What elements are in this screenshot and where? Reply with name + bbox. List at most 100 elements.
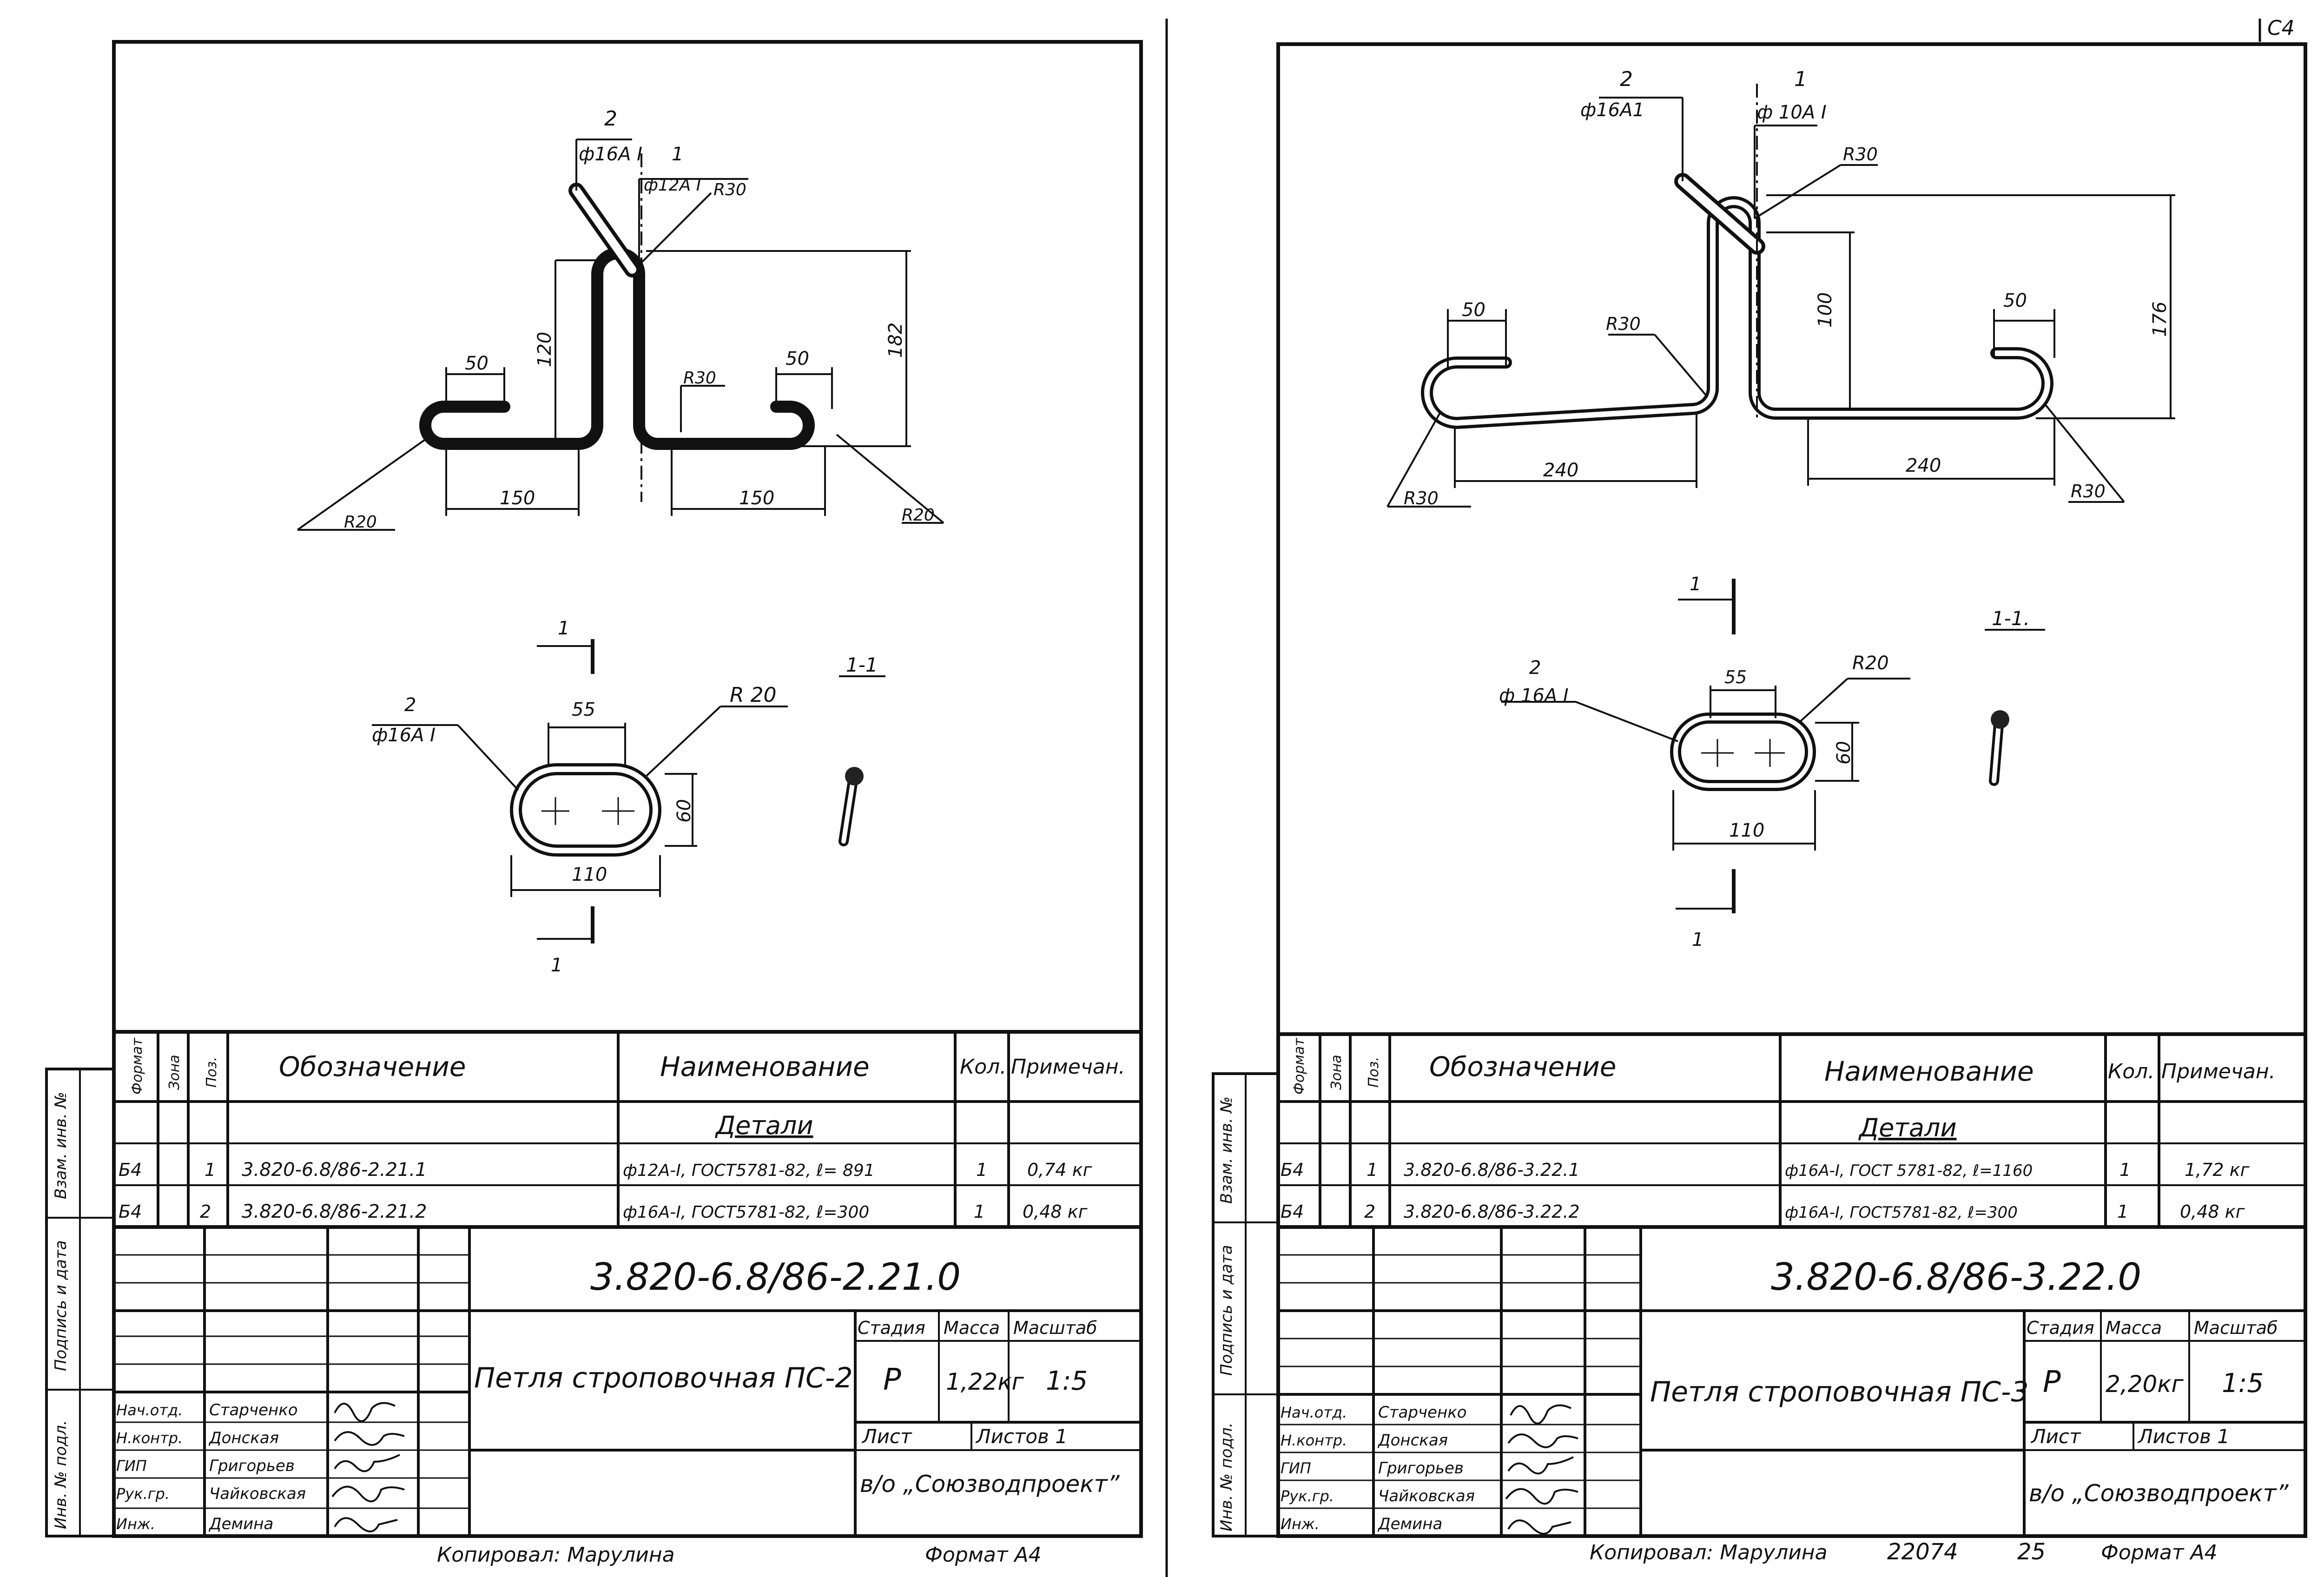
role: Н.контр. bbox=[116, 1429, 183, 1447]
dim-hook-left: 50 bbox=[465, 353, 489, 374]
side-label-inv-vzam: Взам. инв. № bbox=[1217, 1096, 1236, 1204]
callout-pos-1: 1 bbox=[672, 144, 683, 165]
scale-label: Масштаб bbox=[2194, 1318, 2278, 1338]
doc-title: Петля строповочная ПС-3 bbox=[1650, 1376, 2029, 1408]
table-row: Б4 1 3.820-6.8/86-2.21.1 ф12А-I, ГОСТ578… bbox=[119, 1159, 1093, 1181]
row-qty: 1 bbox=[976, 1160, 987, 1180]
footer-stamp-a: 22074 bbox=[1887, 1539, 1958, 1565]
header-name: Наименование bbox=[660, 1051, 870, 1082]
stage-label: Стадия bbox=[858, 1318, 925, 1338]
person-name: Донская bbox=[1377, 1431, 1448, 1450]
callout-rod-2: ф16А I bbox=[579, 144, 642, 165]
side-label-inv-podl: Инв. № подл. bbox=[1217, 1422, 1236, 1531]
callout-rod-1: ф12А I bbox=[644, 176, 701, 195]
person-name: Демина bbox=[208, 1515, 273, 1533]
row-pos: 2 bbox=[200, 1201, 211, 1222]
dim-hook-right: 50 bbox=[786, 348, 809, 370]
mass-value: 1,22кг bbox=[946, 1368, 1024, 1395]
corner-mark: С4 bbox=[2267, 16, 2295, 40]
row-pos: 2 bbox=[1364, 1201, 1375, 1222]
spec-table: Формат Зона Поз. Обозначение Наименовани… bbox=[114, 1030, 1141, 1229]
stage-value: Р bbox=[2043, 1365, 2061, 1399]
section-w-inner: 55 bbox=[1724, 667, 1747, 687]
section-h: 60 bbox=[1833, 741, 1855, 765]
section-title: 1-1. bbox=[1992, 607, 2030, 630]
person-name: Григорьев bbox=[209, 1457, 295, 1475]
person-name: Старченко bbox=[209, 1401, 298, 1419]
header-name: Наименование bbox=[1824, 1056, 2034, 1087]
table-row: Б4 2 3.820-6.8/86-2.21.2 ф16А-I, ГОСТ578… bbox=[119, 1201, 1088, 1222]
title-block: 3.820-6.8/86-2.21.0 Петля строповочная П… bbox=[114, 1227, 1141, 1536]
dim-base-left: 150 bbox=[500, 488, 535, 509]
callout-rod-1: ф 10А I bbox=[1757, 102, 1827, 123]
side-label-sign-date: Подпись и дата bbox=[52, 1240, 70, 1371]
row-note: 0,48 кг bbox=[1023, 1201, 1088, 1222]
row-name: ф16А-I, ГОСТ5781-82, ℓ=300 bbox=[1785, 1203, 2018, 1222]
sheets-count: Листов 1 bbox=[975, 1425, 1068, 1448]
header-designation: Обозначение bbox=[279, 1051, 466, 1082]
row-designation: 3.820-6.8/86-2.21.1 bbox=[242, 1159, 427, 1181]
sheet-right: Взам. инв. № Подпись и дата Инв. № подл. bbox=[1212, 42, 2307, 1565]
dim-hook-left: 50 bbox=[1462, 299, 1486, 321]
section-h: 60 bbox=[673, 799, 695, 823]
mass-label: Масса bbox=[944, 1318, 1000, 1338]
dim-r-top: R30 bbox=[1843, 144, 1878, 165]
section-radius: R 20 bbox=[730, 683, 777, 707]
role: Н.контр. bbox=[1281, 1432, 1347, 1449]
dim-r-top: R30 bbox=[713, 180, 746, 199]
stage-label: Стадия bbox=[2027, 1318, 2094, 1338]
title-block: 3.820-6.8/86-3.22.0 Петля строповочная П… bbox=[1278, 1227, 2305, 1536]
row-pos: 1 bbox=[205, 1160, 216, 1180]
dim-hook-right: 50 bbox=[2003, 290, 2027, 311]
doc-title: Петля строповочная ПС-2 bbox=[474, 1362, 853, 1394]
spec-section-title: Детали bbox=[715, 1111, 813, 1140]
signatures bbox=[1505, 1404, 1578, 1535]
dim-r-mid: R30 bbox=[1606, 314, 1641, 334]
mass-label: Масса bbox=[2106, 1318, 2162, 1338]
table-row: Б4 1 3.820-6.8/86-3.22.1 ф16А-I, ГОСТ 57… bbox=[1281, 1160, 2250, 1180]
dim-base-right: 150 bbox=[739, 488, 774, 509]
person-name: Григорьев bbox=[1378, 1459, 1464, 1478]
person-name: Старченко bbox=[1378, 1403, 1467, 1422]
callout-rod-2: ф16А1 bbox=[1580, 99, 1644, 121]
row-note: 0,48 кг bbox=[2180, 1201, 2245, 1222]
header-pos: Поз. bbox=[1366, 1057, 1382, 1088]
dim-h-total: 176 bbox=[2149, 302, 2171, 337]
header-note: Примечан. bbox=[2161, 1060, 2276, 1083]
footer-copied: Копировал: Марулина bbox=[437, 1543, 675, 1567]
side-label-sign-date: Подпись и дата bbox=[1217, 1245, 1236, 1376]
row-name: ф16А-I, ГОСТ5781-82, ℓ=300 bbox=[623, 1203, 869, 1222]
row-name: ф16А-I, ГОСТ 5781-82, ℓ=1160 bbox=[1785, 1161, 2033, 1180]
sheet-frame bbox=[1276, 42, 2307, 1538]
row-pos: 1 bbox=[1367, 1160, 1378, 1180]
loop-section: 1 1 1-1. bbox=[1499, 574, 2045, 950]
sheet-label: Лист bbox=[2030, 1425, 2081, 1448]
role: Нач.отд. bbox=[116, 1401, 183, 1419]
row-qty: 1 bbox=[974, 1201, 985, 1222]
person-name: Донская bbox=[208, 1429, 279, 1447]
callout-pos-1: 1 bbox=[1794, 67, 1807, 91]
role: Инж. bbox=[1281, 1515, 1320, 1533]
row-format: Б4 bbox=[119, 1201, 142, 1222]
doc-number: 3.820-6.8/86-3.22.0 bbox=[1771, 1255, 2141, 1299]
signatures bbox=[331, 1402, 405, 1532]
table-row: Б4 2 3.820-6.8/86-3.22.2 ф16А-I, ГОСТ578… bbox=[1281, 1201, 2245, 1222]
doc-number: 3.820-6.8/86-2.21.0 bbox=[590, 1255, 961, 1299]
header-format: Формат bbox=[1291, 1037, 1307, 1095]
section-rod: ф16А I bbox=[372, 725, 436, 746]
footer-stamp-b: 25 bbox=[2017, 1539, 2046, 1565]
sheet-left: Взам. инв. № Подпись и дата Инв. № подл. bbox=[45, 19, 1168, 1577]
role: ГИП bbox=[116, 1457, 147, 1475]
section-w-total: 110 bbox=[572, 864, 607, 885]
row-qty: 1 bbox=[2119, 1160, 2131, 1180]
organization: в/о „Союзводпроект” bbox=[2029, 1480, 2289, 1507]
organization: в/о „Союзводпроект” bbox=[860, 1471, 1120, 1498]
role: Нач.отд. bbox=[1281, 1404, 1347, 1421]
footer-format: Формат А4 bbox=[2101, 1541, 2218, 1564]
scale-label: Масштаб bbox=[1013, 1318, 1097, 1338]
spec-table: Формат Зона Поз. Обозначение Наименовани… bbox=[1278, 1032, 2305, 1229]
header-pos: Поз. bbox=[204, 1057, 220, 1088]
header-note: Примечан. bbox=[1011, 1055, 1125, 1079]
role: ГИП bbox=[1281, 1459, 1311, 1477]
